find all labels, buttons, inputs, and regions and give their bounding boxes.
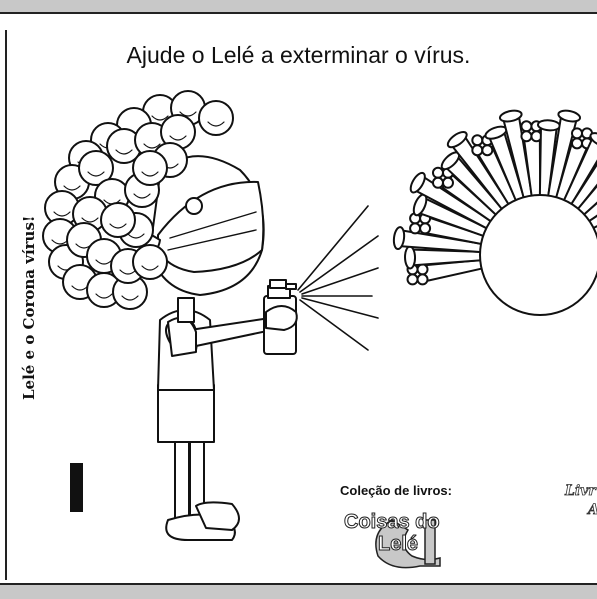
collection-logo: Coisas do Lelé	[340, 505, 460, 570]
black-marker-bar	[70, 463, 83, 512]
hair-curl	[78, 150, 114, 186]
virus-spikes	[392, 109, 597, 286]
eye	[185, 197, 203, 215]
boy-illustration	[42, 90, 298, 541]
collection-label: Coleção de livros:	[340, 483, 452, 498]
right-shoe	[195, 501, 240, 531]
spray-lines	[297, 205, 379, 351]
page-title: Ajude o Lelé a exterminar o vírus.	[126, 42, 471, 68]
logo-line-2: Lelé	[377, 533, 419, 556]
lele-logo-icon	[375, 519, 441, 569]
neck	[177, 297, 195, 323]
bottom-border-bar	[0, 583, 597, 599]
hair-curl	[198, 100, 234, 136]
logo-line-1: Coisas do	[344, 511, 441, 534]
virus-body	[479, 194, 597, 316]
hair-curl	[132, 244, 168, 280]
curly-hair	[42, 90, 234, 310]
virus-illustration	[392, 109, 597, 316]
top-border-bar	[0, 0, 597, 14]
shorts	[157, 384, 215, 443]
left-leg	[174, 439, 190, 519]
hand	[265, 305, 298, 331]
hair-curl	[132, 150, 168, 186]
left-frame-line	[0, 30, 7, 580]
face-mask	[157, 180, 265, 273]
hair-curl	[100, 202, 136, 238]
sleeve	[167, 316, 197, 357]
right-cut-text-1: Livr	[565, 483, 596, 500]
right-cut-text-2: A	[588, 502, 597, 519]
virus-spike	[536, 119, 561, 202]
